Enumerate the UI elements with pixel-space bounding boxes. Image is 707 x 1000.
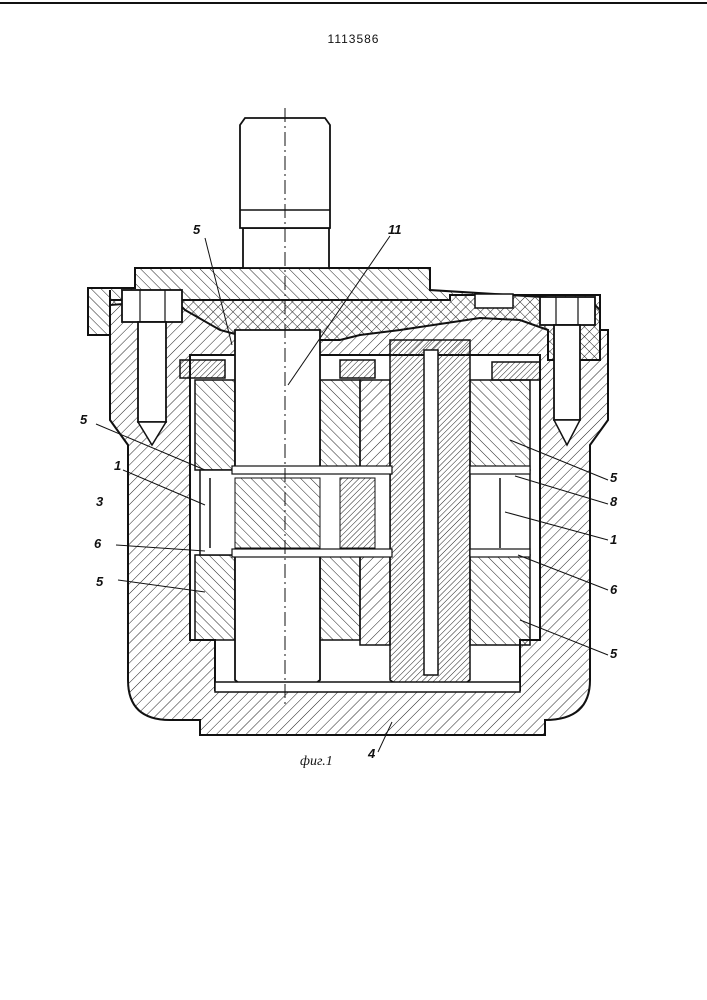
plug [475,294,513,308]
label-1-right: 1 [610,532,617,547]
label-1-left: 1 [114,458,121,473]
packing-seal [180,360,225,378]
right-shaft-bore [424,350,438,675]
right-bushing-lower-l [360,555,390,645]
seal-ring [232,466,392,474]
left-bushing-lower-r [320,555,360,640]
label-5-right-a: 5 [610,470,617,485]
bottom-plate [215,682,520,692]
packing-seal [340,360,375,378]
label-4: 4 [368,746,375,761]
right-bushing-upper-r [470,380,530,470]
left-bushing-upper-l [195,380,235,470]
gear-left-hatch [235,478,320,548]
right-bushing-upper-l [360,380,390,470]
label-5-top: 5 [193,222,200,237]
label-3: 3 [96,494,103,509]
label-5-left-b: 5 [96,574,103,589]
label-6-left: 6 [94,536,101,551]
label-5-right-b: 5 [610,646,617,661]
left-bushing-upper-r [320,380,360,470]
seal-ring [232,549,392,557]
shaft-collar [243,228,329,268]
label-5-left-a: 5 [80,412,87,427]
seal-ring [470,466,530,474]
figure-caption: фиг.1 [300,754,333,770]
label-8: 8 [610,494,617,509]
gear-mid-hatch [340,478,375,548]
right-bushing-lower-r [470,555,530,645]
label-11: 11 [388,222,402,237]
label-6-right: 6 [610,582,617,597]
left-bushing-lower-l [195,555,235,640]
packing-seal [492,362,540,380]
